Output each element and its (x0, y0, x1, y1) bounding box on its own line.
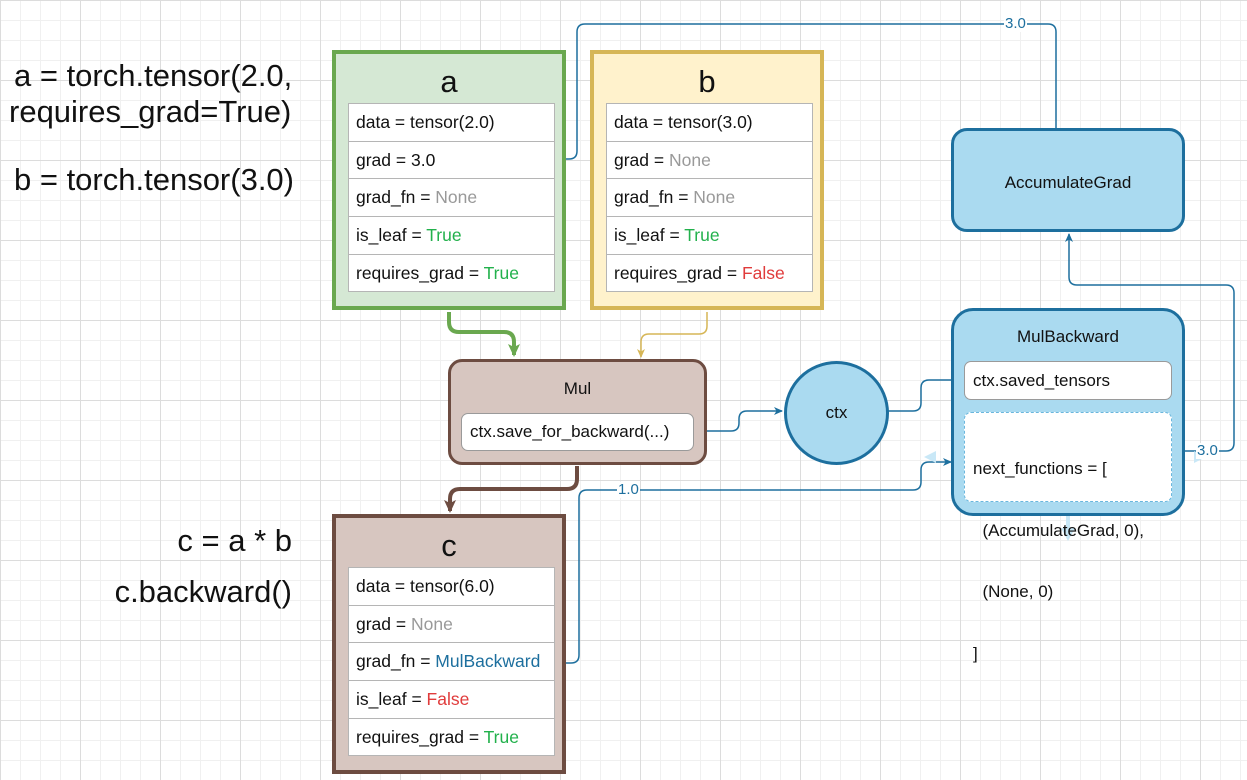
edge-accumulate-to-a (553, 23, 1057, 163)
field-key: grad_fn = (356, 651, 436, 672)
field-value: False (741, 262, 785, 283)
next-functions-field: next_functions = [ (AccumulateGrad, 0), … (964, 412, 1172, 663)
field-value: True (684, 225, 720, 246)
field-row: grad_fn = None (348, 178, 555, 218)
field-row: is_leaf = True (606, 216, 813, 255)
field-row: requires_grad = True (348, 717, 555, 757)
field-key: data = (356, 576, 411, 596)
ctx-node[interactable]: ctx (784, 361, 889, 465)
field-row: grad_fn = None (606, 178, 813, 218)
edge-label-grad-to-a: 3.0 (1004, 15, 1027, 32)
field-value: None (693, 187, 736, 208)
field-row: grad_fn = MulBackward (348, 642, 555, 682)
accumulategrad-label: AccumulateGrad (1004, 173, 1132, 192)
resize-handle-bottom (1061, 528, 1075, 541)
field-row: requires_grad = True (348, 253, 555, 293)
next-functions-line: (None, 0) (973, 582, 1054, 601)
field-row: requires_grad = False (606, 253, 813, 293)
field-key: data = (614, 112, 669, 132)
edge-next-to-accumulate (1065, 233, 1235, 452)
field-key: requires_grad = (356, 726, 484, 747)
field-key: requires_grad = (356, 262, 484, 283)
field-row: grad = 3.0 (348, 140, 555, 180)
field-row: data = tensor(2.0) (348, 103, 555, 142)
edge-ctx-to-saved (888, 376, 963, 412)
field-value: False (426, 689, 470, 710)
next-functions-line: next_functions = [ (973, 459, 1107, 478)
field-value: tensor(2.0) (410, 112, 495, 132)
field-value: None (410, 613, 453, 634)
resize-handle-left (924, 451, 936, 463)
field-row: grad = None (606, 140, 813, 180)
field-key: grad_fn = (614, 187, 694, 208)
field-key: requires_grad = (614, 262, 742, 283)
mulbackward-node[interactable]: MulBackward ctx.saved_tensors next_funct… (951, 308, 1185, 663)
save-for-backward-call: ctx.save_for_backward(...) (461, 413, 694, 451)
next-functions-line: ] (973, 643, 978, 663)
tensor-a-title: a (440, 64, 458, 99)
field-row: data = tensor(6.0) (348, 567, 555, 606)
field-value: tensor(6.0) (410, 576, 495, 596)
code-line-c: c = a * b (177, 523, 292, 558)
mul-op-label: Mul (563, 379, 592, 398)
field-row: grad = None (348, 604, 555, 644)
code-line-backward: c.backward() (114, 574, 292, 609)
field-key: grad = (614, 149, 669, 170)
mulbackward-label: MulBackward (1016, 327, 1120, 346)
edge-a-to-mul (447, 312, 520, 357)
field-key: grad_fn = (356, 187, 436, 208)
field-value: True (426, 225, 462, 246)
field-value: True (483, 262, 519, 283)
edge-label-grad-into-mulbackward: 1.0 (617, 481, 640, 498)
field-value: None (435, 187, 478, 208)
code-line-a-cont: requires_grad=True) (9, 94, 292, 129)
code-line-b: b = torch.tensor(3.0) (14, 162, 294, 197)
field-value: tensor(3.0) (668, 112, 753, 132)
ctx-label: ctx (825, 403, 848, 422)
code-line-a: a = torch.tensor(2.0, (14, 58, 293, 93)
tensor-c-title: c (441, 528, 457, 563)
field-value: MulBackward (435, 651, 541, 672)
edge-b-to-mul (637, 312, 708, 358)
edge-mul-to-ctx (693, 407, 783, 432)
field-value: 3.0 (410, 149, 436, 170)
next-functions-line: (AccumulateGrad, 0), (973, 520, 1145, 540)
tensor-b-title: b (698, 64, 716, 99)
field-value: None (668, 149, 711, 170)
field-key: is_leaf = (356, 225, 427, 246)
mul-op-node[interactable]: Mul ctx.save_for_backward(...) (448, 359, 707, 465)
field-key: data = (356, 112, 411, 132)
field-key: grad = (356, 149, 411, 170)
field-row: data = tensor(3.0) (606, 103, 813, 142)
field-key: grad = (356, 613, 411, 634)
field-value: True (483, 726, 519, 747)
edge-label-grad-to-accumulate: 3.0 (1196, 442, 1219, 459)
accumulategrad-node[interactable]: AccumulateGrad (951, 128, 1185, 232)
field-row: is_leaf = True (348, 216, 555, 255)
edge-mul-to-c (444, 466, 579, 513)
field-row: is_leaf = False (348, 680, 555, 719)
saved-tensors-field: ctx.saved_tensors (964, 361, 1172, 400)
field-key: is_leaf = (356, 689, 427, 710)
edge-c-to-mulbackward (551, 458, 952, 664)
field-key: is_leaf = (614, 225, 685, 246)
